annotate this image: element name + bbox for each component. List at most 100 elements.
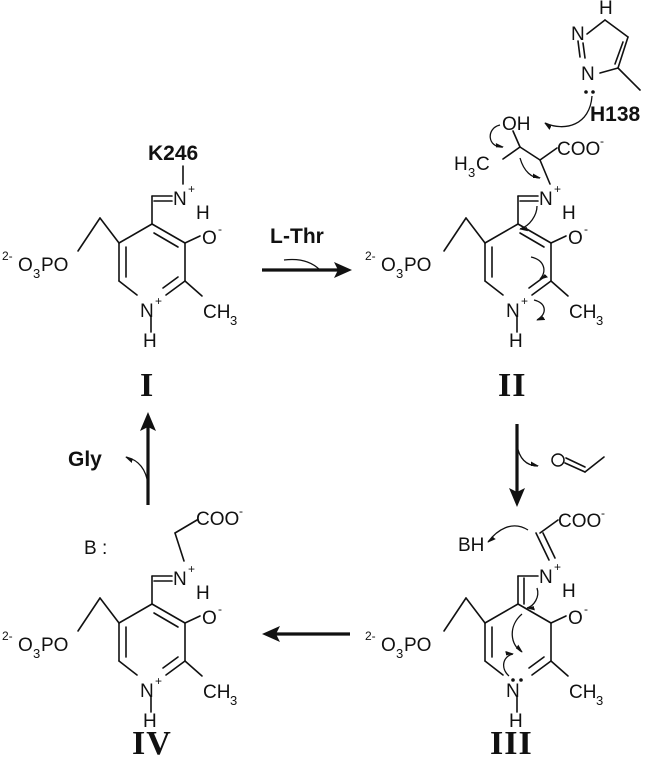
methyl-sub-2: 3 (596, 313, 603, 328)
alpha-bond-2 (539, 159, 551, 185)
alpha-double-3b (542, 532, 556, 559)
histidine-n-top: N (571, 24, 585, 45)
methyl-label-1: CH (203, 302, 230, 323)
amine-h-3: H (562, 581, 576, 602)
phenolate-label-4: O (202, 608, 217, 629)
histidine-label: H138 (590, 103, 641, 126)
amine-h-2: H (562, 203, 576, 224)
phosphate-o-3: O (381, 635, 396, 656)
phosphate-chain-3b (443, 597, 467, 632)
carboxyl-bond-2 (539, 147, 558, 161)
phenolate-charge-3: - (584, 602, 588, 616)
carboxylate-charge-2: - (600, 134, 604, 148)
pyridine-ring-4 (118, 603, 186, 676)
carboxylate-charge-3: - (601, 506, 605, 520)
stage-numeral-2: II (498, 367, 526, 404)
carboxylate-label-4: COO (196, 509, 239, 530)
phosphate-charge-1: 2- (2, 249, 13, 263)
amine-charge-2: + (554, 182, 561, 196)
pyridine-ring-1 (118, 223, 186, 296)
amine-label-2: N (539, 189, 553, 210)
glycine-ch2-bond-4 (174, 532, 185, 562)
lone-pair-dot-c (511, 678, 515, 682)
phosphate-chain-2b (443, 217, 467, 252)
phenolate-label-1: O (202, 228, 217, 249)
pyridine-h-3: H (509, 711, 523, 732)
phosphate-o-1: O (18, 255, 33, 276)
histidine-h-top: H (599, 0, 613, 19)
phosphate-chain-4 (99, 597, 120, 624)
structure-1: K246 N + H O - N + H CH 3 2- O 3 PO (2, 142, 237, 352)
electron-push-arrow-n-3 (503, 650, 514, 677)
pyridinium-label-1: N (140, 301, 154, 322)
amine-h-1: H (196, 203, 210, 224)
methyl-label-4: CH (203, 682, 230, 703)
reagent-gly: Gly (68, 448, 102, 471)
carboxyl-bond-3 (539, 519, 559, 534)
phenolate-charge-2: - (584, 222, 588, 236)
methyl-side-bond-2 (502, 146, 521, 160)
pyridinium-charge-1: + (155, 294, 162, 308)
phosphate-charge-3: 2- (365, 629, 376, 643)
lone-pair-dot-a (584, 90, 588, 94)
base-label-4: B : (84, 538, 107, 559)
carboxylate-charge-4: - (239, 504, 243, 518)
amine-h-4: H (196, 583, 210, 604)
structure-4: B : COO - N + H O - N + H CH 3 2- O 3 PO (2, 504, 243, 732)
arrow-i-to-ii (262, 258, 352, 278)
base-label-3: BH (458, 535, 484, 556)
phosphate-sub-2: 3 (396, 266, 403, 281)
phosphate-sub-4: 3 (33, 646, 40, 661)
electron-push-arrow-oh (489, 124, 504, 148)
alpha-double-3a (535, 532, 550, 561)
phosphate-chain-4b (77, 597, 101, 632)
methyl-bond-4 (184, 660, 203, 677)
phosphate-sub-1: 3 (33, 266, 40, 281)
amine-label-4: N (173, 569, 187, 590)
phenolate-charge-1: - (218, 222, 222, 236)
lone-pair-dot-b (591, 90, 595, 94)
arrow-ii-to-iii (509, 424, 539, 507)
electron-push-arrow-his (544, 95, 593, 130)
electron-push-arrow-cn (519, 205, 538, 232)
phenolate-charge-4: - (218, 602, 222, 616)
pyridine-label-3: N (506, 681, 520, 702)
structure-3: BH COO - N + H O - N H CH 3 2- O 3 PO (365, 506, 605, 732)
phosphate-charge-4: 2- (2, 629, 13, 643)
phosphate-po-4: PO (41, 635, 68, 656)
phenolate-label-2: O (568, 228, 583, 249)
carboxylate-label-2: COO (557, 139, 600, 160)
pyridine-ring-2 (484, 223, 552, 296)
methyl-sub-1: 3 (230, 313, 237, 328)
beta-bond-2 (519, 146, 541, 161)
lone-pair-dot-d (519, 678, 523, 682)
pyridinium-charge-4: + (155, 674, 162, 688)
acetaldehyde-structure (551, 453, 605, 473)
phosphate-po-2: PO (404, 255, 431, 276)
methyl-bond-2 (550, 280, 569, 297)
methyl-sub-4: 3 (230, 693, 237, 708)
histidine-ring (577, 19, 641, 91)
pyridinium-h-2: H (509, 331, 523, 352)
phosphate-o-2: O (381, 255, 396, 276)
phosphate-chain-1b (77, 217, 101, 252)
arrow-iv-to-i (125, 412, 156, 505)
carboxylate-label-3: COO (558, 511, 601, 532)
pyridinium-label-2: N (506, 301, 520, 322)
methyl-label-2: CH (569, 302, 596, 323)
pyridinium-label-4: N (140, 681, 154, 702)
electron-push-arrow-cc (519, 157, 541, 179)
phosphate-po-3: PO (404, 635, 431, 656)
amine-charge-3: + (554, 560, 561, 574)
hydroxyl-label-2: OH (502, 114, 531, 135)
phosphate-chain-1 (99, 217, 120, 244)
stage-numeral-4: IV (132, 725, 172, 761)
phenolate-bond-2 (550, 235, 567, 244)
methyl-side-h-2: H (454, 154, 468, 175)
pyridinium-h-4: H (143, 711, 157, 732)
phenolate-bond-4 (184, 615, 201, 624)
methyl-bond-3 (550, 660, 569, 677)
stage-numeral-3: III (490, 725, 533, 761)
carboxyl-bond-4 (174, 519, 198, 534)
